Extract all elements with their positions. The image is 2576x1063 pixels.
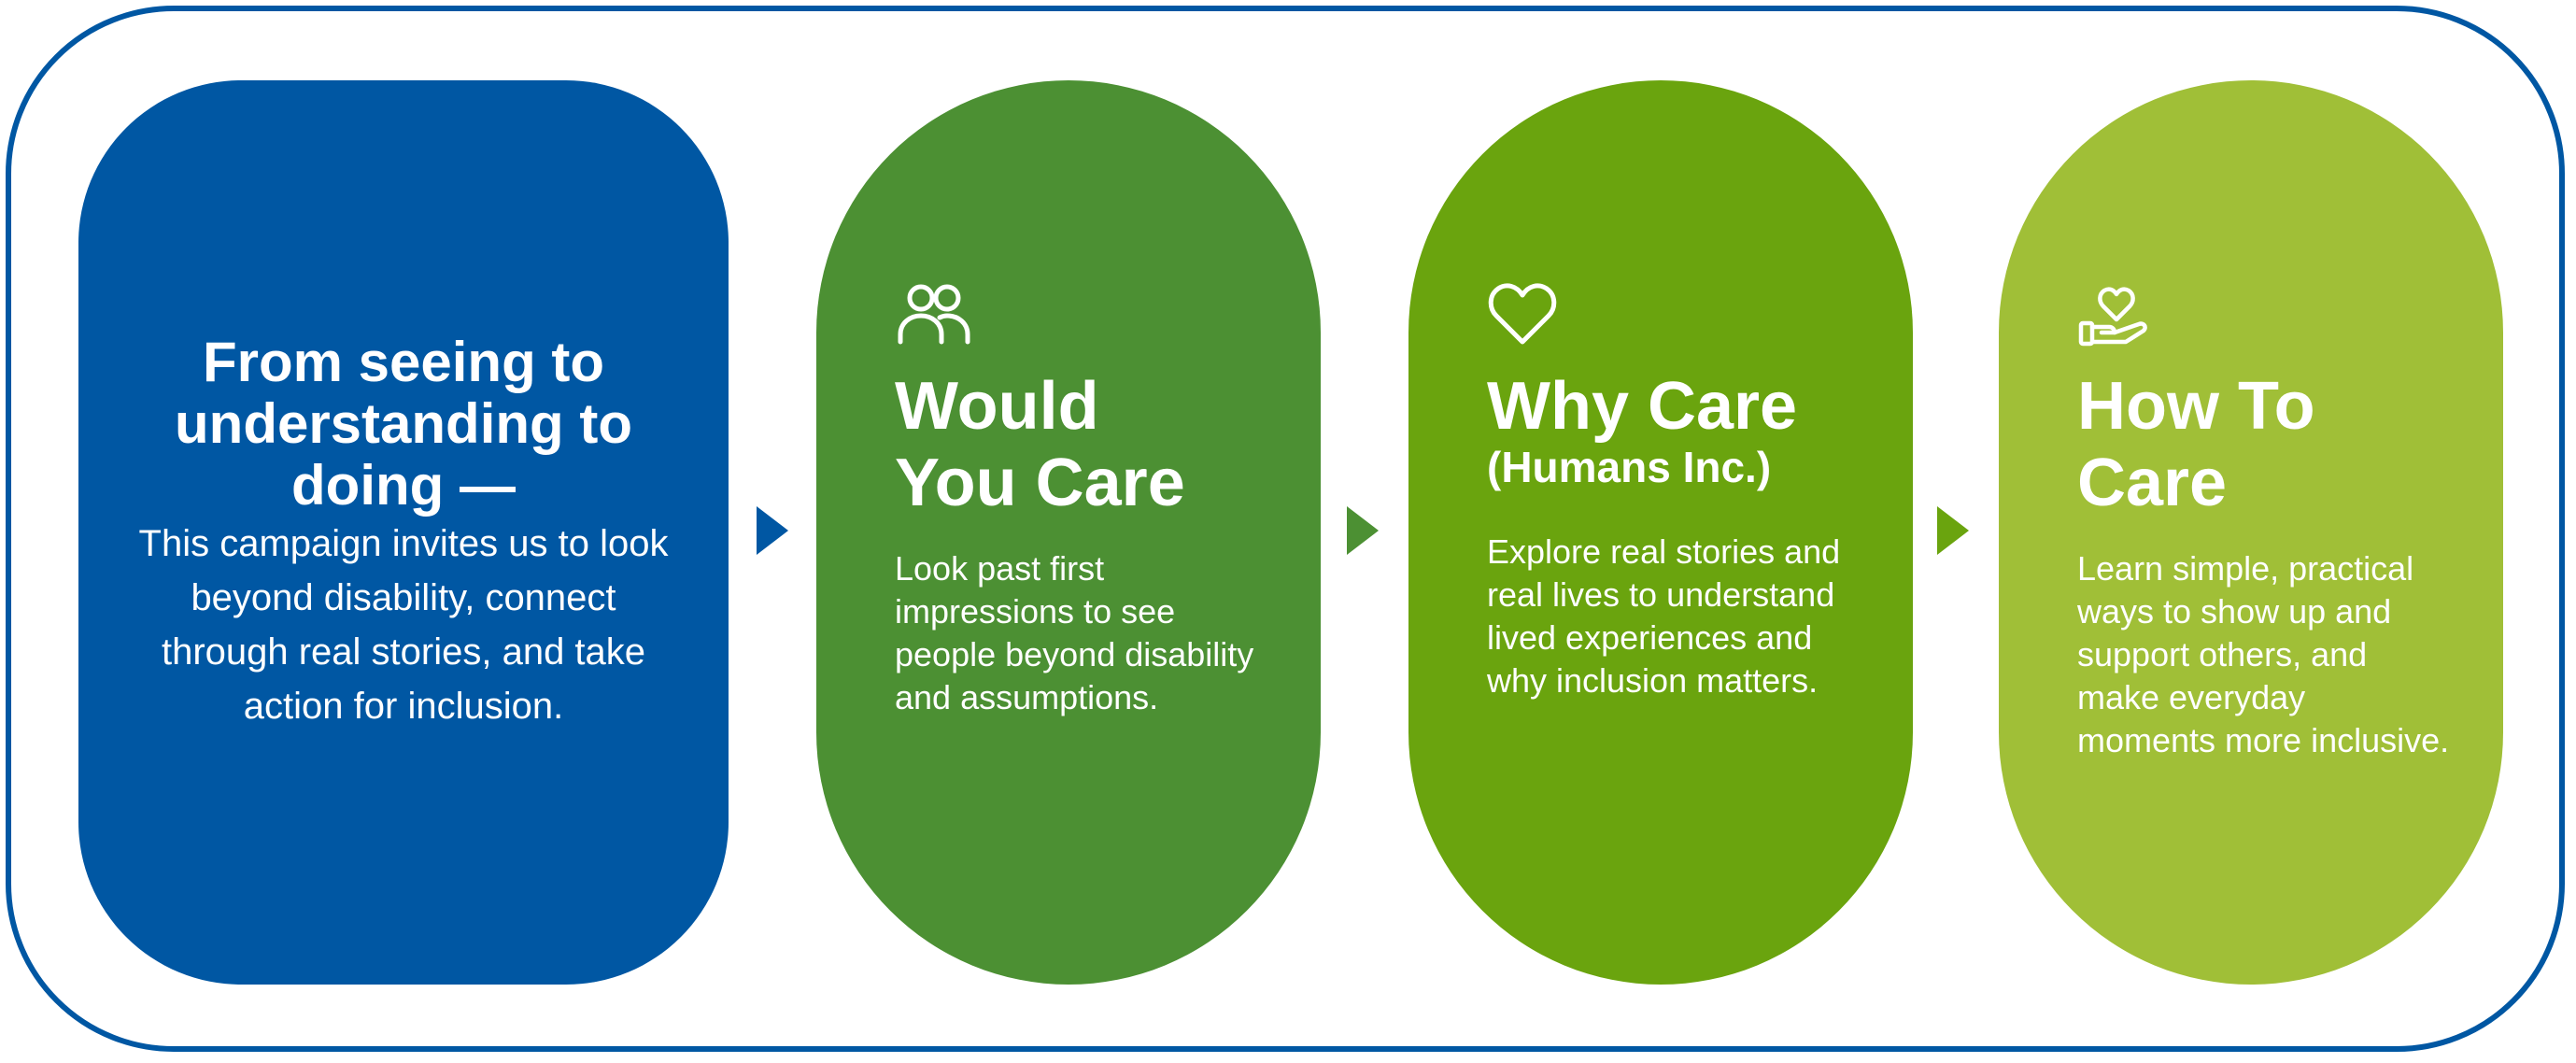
step-title-line: Would — [895, 369, 1099, 444]
arrow-right-icon — [1347, 506, 1379, 555]
step-title-line: Care — [2077, 446, 2228, 520]
step-title: Why Care — [1487, 368, 1861, 445]
step-title-line: You Care — [895, 446, 1185, 520]
intro-card: From seeing to understanding to doing — … — [78, 80, 729, 985]
step-body: Learn simple, practical ways to show up … — [2077, 549, 2450, 759]
diagram-frame — [6, 6, 2565, 1052]
step-card-would-you-care: Would You Care Look past first impressio… — [816, 80, 1321, 985]
arrow-right-icon — [757, 506, 788, 555]
heart-in-hand-icon — [2078, 287, 2147, 347]
step-title-line: How To — [2077, 369, 2315, 444]
heart-icon — [1488, 283, 1557, 345]
step-body: Look past first impressions to see peopl… — [895, 549, 1254, 716]
step-body: Explore real stories and real lives to u… — [1487, 532, 1841, 700]
people-icon — [898, 284, 970, 345]
intro-heading: From seeing to understanding to doing — — [175, 331, 632, 517]
step-card-how-to-care: How To Care Learn simple, practical ways… — [1999, 80, 2503, 985]
step-title: How To Care — [2077, 368, 2451, 521]
step-title-line: Why Care — [1487, 369, 1798, 444]
step-card-why-care: Why Care (Humans Inc.) Explore real stor… — [1408, 80, 1913, 985]
step-title: Would You Care — [895, 368, 1268, 521]
intro-body: This campaign invites us to look beyond … — [138, 523, 669, 727]
step-subtitle: (Humans Inc.) — [1487, 443, 1772, 491]
arrow-right-icon — [1937, 506, 1969, 555]
